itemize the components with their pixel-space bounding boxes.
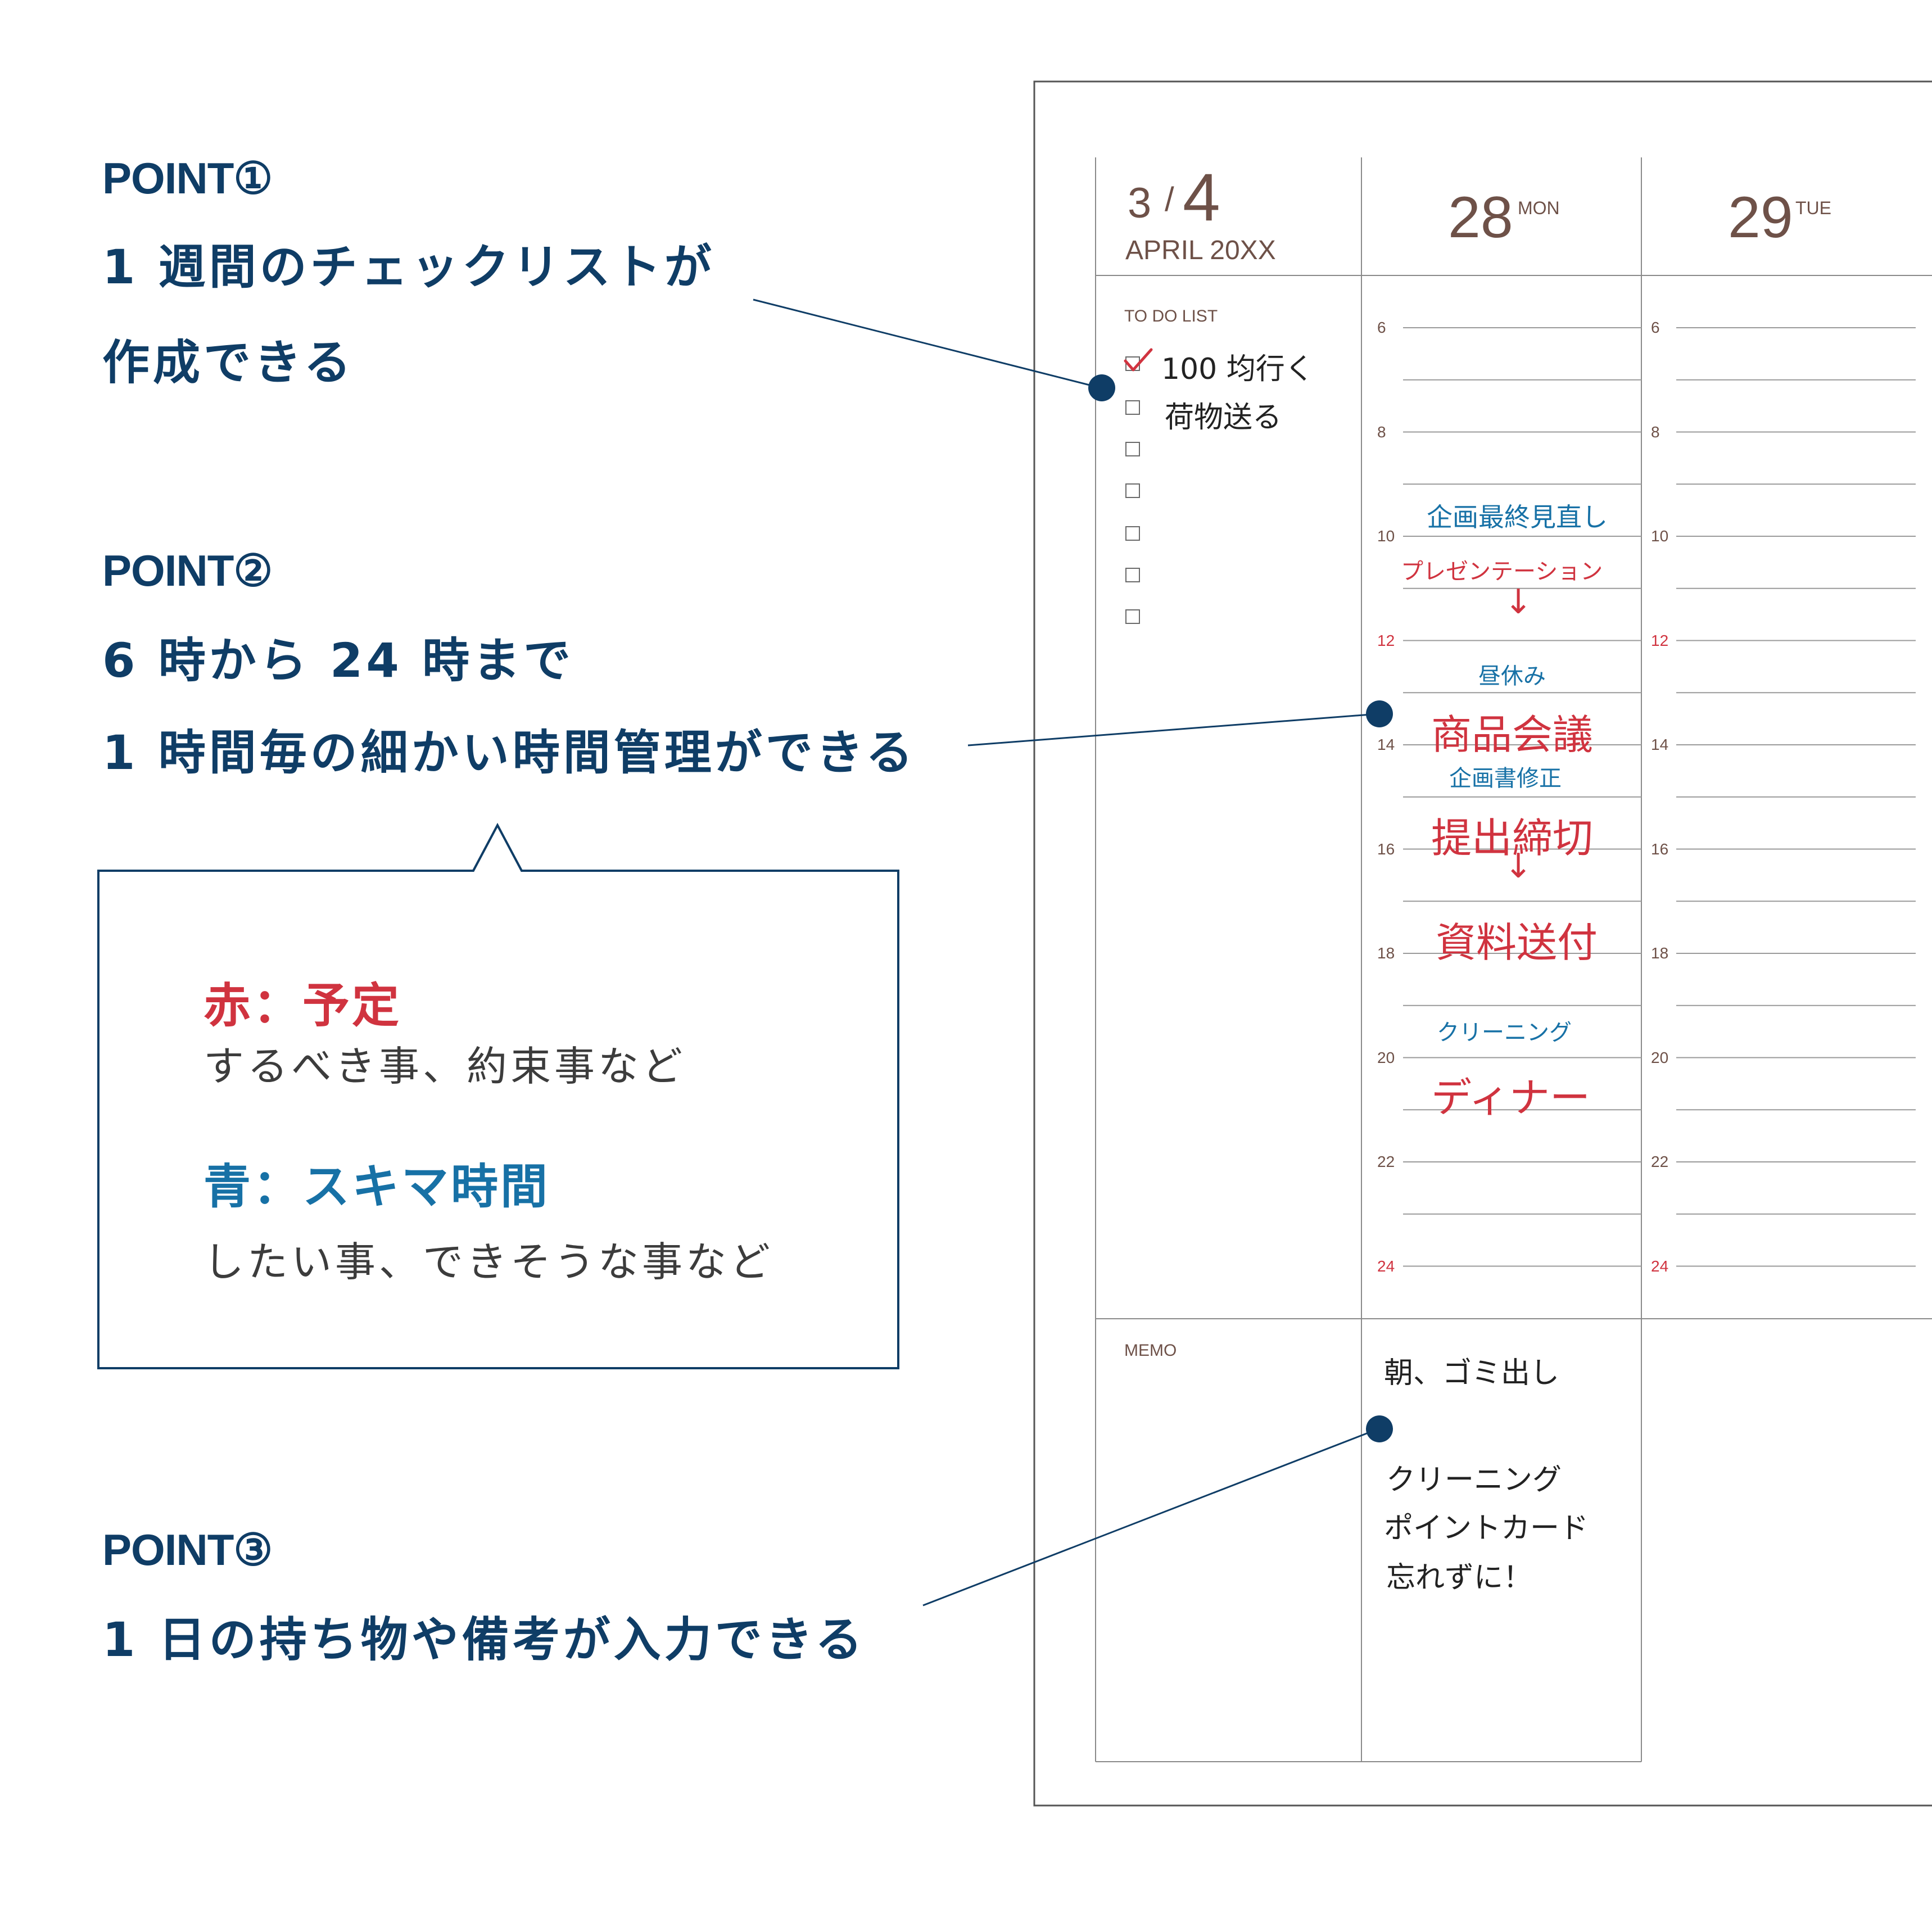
legend-red-description: するべき事、約束事など	[203, 1043, 686, 1090]
hour-label-18: 18	[1651, 944, 1669, 962]
arrow-down-icon: ↓	[1504, 847, 1533, 886]
memo-line-1: 朝、ゴミ出し	[1384, 1356, 1560, 1390]
hour-label-18: 18	[1377, 944, 1395, 962]
schedule-dinner: ディナー	[1431, 1074, 1590, 1121]
legend-blue-heading: 青：スキマ時間	[203, 1159, 550, 1214]
date-slash: /	[1165, 180, 1174, 218]
point-2-label: POINT②	[102, 546, 273, 595]
legend-blue-description: したい事、できそうな事など	[203, 1238, 774, 1286]
day-28-weekday: MON	[1518, 198, 1560, 218]
hour-label-24: 24	[1651, 1257, 1669, 1275]
memo-line-2: クリーニング	[1386, 1463, 1562, 1497]
month-year: APRIL 20XX	[1125, 236, 1276, 265]
todo-checkbox-4[interactable]	[1125, 483, 1140, 498]
hour-label-22: 22	[1651, 1153, 1669, 1170]
check-mark-icon	[1124, 348, 1153, 372]
todo-checkbox-2[interactable]	[1125, 400, 1140, 415]
hour-label-20: 20	[1651, 1048, 1669, 1066]
hour-label-14: 14	[1651, 736, 1669, 753]
point-2-line-1: 6 時から 24 時まで	[102, 633, 574, 688]
hour-label-10: 10	[1377, 527, 1395, 545]
schedule-submission-deadline: 提出締切	[1431, 815, 1594, 862]
point-1-line-1: 1 週間のチェックリストが	[102, 239, 715, 295]
todo-list-label: TO DO LIST	[1124, 307, 1218, 325]
hour-label-16: 16	[1651, 840, 1669, 858]
day-29-weekday: TUE	[1795, 198, 1831, 218]
hour-label-12: 12	[1377, 631, 1395, 649]
hour-label-24: 24	[1377, 1257, 1395, 1275]
day-28-number: 28	[1448, 185, 1513, 250]
todo-checkbox-3[interactable]	[1125, 442, 1140, 456]
hour-label-8: 8	[1651, 423, 1660, 441]
hour-label-12: 12	[1651, 631, 1669, 649]
schedule-product-meeting: 商品会議	[1431, 711, 1594, 758]
arrow-down-icon: ↓	[1504, 582, 1533, 622]
hour-label-10: 10	[1651, 527, 1669, 545]
schedule-lunch-break: 昼休み	[1478, 663, 1546, 689]
legend-red-heading: 赤：予定	[203, 978, 402, 1033]
date-day: 4	[1183, 160, 1220, 235]
memo-label: MEMO	[1124, 1341, 1177, 1360]
memo-line-4: 忘れずに！	[1386, 1561, 1533, 1595]
schedule-send-documents: 資料送付	[1436, 919, 1598, 966]
date-month: 3	[1128, 179, 1152, 227]
memo-line-3: ポイントカード	[1384, 1512, 1589, 1545]
point-2-line-2: 1 時間毎の細かい時間管理ができる	[102, 725, 917, 780]
point-1-line-2: 作成できる	[102, 335, 355, 390]
schedule-presentation: プレゼンテーション	[1401, 559, 1603, 585]
schedule-cleaning: クリーニング	[1437, 1020, 1572, 1046]
day-29-number: 29	[1728, 185, 1793, 250]
todo-checkbox-5[interactable]	[1125, 526, 1140, 541]
schedule-plan-revision: 企画書修正	[1449, 766, 1562, 791]
todo-checkbox-6[interactable]	[1125, 568, 1140, 582]
hour-label-20: 20	[1377, 1048, 1395, 1066]
hour-label-8: 8	[1377, 423, 1386, 441]
hour-label-22: 22	[1377, 1153, 1395, 1170]
hour-label-6: 6	[1651, 319, 1660, 336]
hour-label-14: 14	[1377, 736, 1395, 753]
point-3-label: POINT③	[102, 1525, 273, 1574]
schedule-final-review: 企画最終見直し	[1427, 502, 1608, 532]
todo-checkbox-7[interactable]	[1125, 609, 1140, 624]
point-1-label: POINT①	[102, 153, 273, 203]
hour-label-6: 6	[1377, 319, 1386, 336]
point-3-line-1: 1 日の持ち物や備考が入力できる	[102, 1612, 866, 1667]
todo-item-2: 荷物送る	[1165, 401, 1282, 435]
hour-label-16: 16	[1377, 840, 1395, 858]
todo-item-1: 100 均行く	[1161, 352, 1314, 386]
